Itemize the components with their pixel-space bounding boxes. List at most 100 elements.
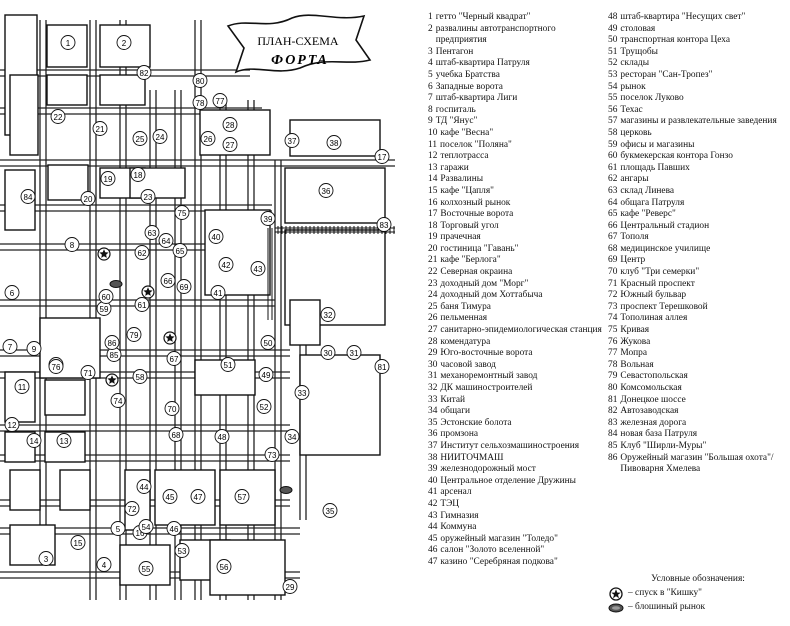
legend-item-number: 20: [428, 243, 438, 254]
map-label-circle: [374, 359, 390, 374]
legend-item-text: прачечная: [440, 232, 481, 243]
map-label-82: 82: [136, 65, 152, 80]
map-label-circle: [220, 357, 236, 372]
map-label-55: 55: [138, 561, 154, 576]
legend-item-text: кафе "Берлога": [440, 255, 501, 266]
legend-item-number: 27: [428, 325, 438, 336]
map-label-circle: [4, 285, 20, 300]
building-block: [99, 74, 146, 106]
map-label-text: 35: [326, 507, 335, 516]
map-label-circle: [70, 535, 86, 550]
map-label-text: 40: [212, 233, 221, 242]
map-labels: 1234567891011121314151617181920212223242…: [2, 35, 392, 594]
map-label-circle: [326, 135, 342, 150]
map-label-circle: [256, 399, 272, 414]
legend-item-text: магазины и развлекательные заведения: [620, 116, 777, 127]
legend-item-number: 24: [428, 290, 438, 301]
legend-item-number: 56: [608, 104, 618, 115]
legend-item-text: поселок "Поляна": [440, 139, 512, 150]
map-label-text: 85: [110, 351, 119, 360]
legend-item-number: 63: [608, 185, 618, 196]
legend-item-number: 33: [428, 394, 438, 405]
title-line1: ПЛАН-СХЕМА: [257, 34, 338, 48]
legend-item-text: Мопра: [620, 348, 648, 359]
legend-item-number: 31: [428, 371, 438, 382]
legend-item-number: 53: [608, 69, 618, 80]
map-label-78: 78: [192, 95, 208, 110]
symbol-label-kishka: – спуск в "Кишку": [628, 587, 702, 598]
map-label-25: 25: [132, 131, 148, 146]
map-label-32: 32: [320, 307, 336, 322]
map-label-27: 27: [222, 137, 238, 152]
legend-item-text: клуб "Три семерки": [620, 267, 700, 278]
legend-item-text: пельменная: [440, 313, 488, 324]
legend-item-text: оружейный магазин "Толедо": [440, 533, 558, 544]
legend-item-text: баня Тимура: [440, 301, 491, 312]
legend-item-number: 45: [428, 533, 438, 544]
map-label-text: 70: [168, 405, 177, 414]
map-label-text: 23: [144, 193, 153, 202]
map-label-circle: [176, 279, 192, 294]
legend-item-number: 71: [608, 278, 618, 289]
legend-item-number: 83: [608, 417, 618, 428]
map-label-26: 26: [200, 131, 216, 146]
legend-item-number: 61: [608, 162, 618, 173]
map-label-text: 63: [148, 229, 157, 238]
map-label-text: 82: [140, 69, 149, 78]
map-label-circle: [152, 129, 168, 144]
map-label-text: 37: [288, 137, 297, 146]
legend-item-number: 68: [608, 243, 618, 254]
map-title-scroll: ПЛАН-СХЕМА ФОРТА: [226, 14, 372, 74]
map-label-circle: [26, 341, 42, 356]
map-label-text: 18: [134, 171, 143, 180]
building-block: [284, 167, 386, 224]
map-label-80: 80: [192, 73, 208, 88]
map-label-circle: [218, 257, 234, 272]
legend-item-text: Севастопольская: [620, 371, 688, 382]
legend-item-number: 14: [428, 174, 438, 185]
legend-item-number: 76: [608, 336, 618, 347]
map-label-66: 66: [160, 273, 176, 288]
legend-item-text: гаражи: [440, 162, 469, 173]
map-label-text: 25: [136, 135, 145, 144]
map-label-11: 11: [14, 379, 30, 394]
building-block: [299, 354, 381, 456]
map-label-71: 71: [80, 365, 96, 380]
map-label-circle: [250, 261, 266, 276]
legend-item-text: Северная окраина: [440, 267, 513, 278]
map-label-35: 35: [322, 503, 338, 518]
legend-item-number: 10: [428, 127, 438, 138]
map-label-text: 7: [8, 343, 13, 352]
legend-item-text: Клуб "Ширли-Муры": [620, 440, 707, 451]
map-label-text: 4: [102, 561, 107, 570]
map-label-20: 20: [80, 191, 96, 206]
map-label-81: 81: [374, 359, 390, 374]
map-label-text: 58: [136, 373, 145, 382]
map-label-text: 76: [52, 363, 61, 372]
map-label-text: 32: [324, 311, 333, 320]
legend-item-number: 5: [428, 69, 433, 80]
map-label-41: 41: [210, 285, 226, 300]
map-label-circle: [264, 447, 280, 462]
legend-item-text: ангары: [620, 174, 649, 185]
legend-item-text: арсенал: [440, 487, 472, 498]
legend-item-text: Эстонские болота: [440, 417, 512, 428]
map-label-text: 86: [108, 339, 117, 348]
